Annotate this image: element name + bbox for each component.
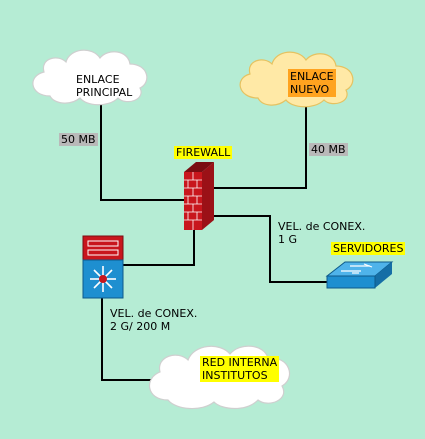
node-label-firewall: FIREWALL [174, 146, 233, 159]
firewall-icon [184, 162, 214, 230]
link-label-40mb: 40 MB [309, 143, 348, 156]
link-label-50mb: 50 MB [59, 133, 98, 146]
link-switch-red [101, 298, 155, 381]
node-label-red-interna: RED INTERNA INSTITUTOS [200, 356, 280, 382]
server-switch-icon [325, 261, 394, 289]
node-label-enlace-nuevo: ENLACE NUEVO [288, 69, 336, 97]
link-nuevo-firewall [212, 106, 307, 189]
node-label-servidores: SERVIDORES [331, 242, 406, 255]
node-label-enlace-principal: ENLACE PRINCIPAL [76, 73, 133, 99]
cloud-enlace-principal [32, 49, 148, 106]
link-firewall-switch [122, 226, 195, 266]
link-principal-firewall [100, 105, 184, 201]
core-switch-icon [82, 235, 124, 299]
link-firewall-servidores [210, 215, 328, 283]
link-label-servidores-speed: VEL. de CONEX. 1 G [278, 220, 366, 246]
link-label-red-speed: VEL. de CONEX. 2 G/ 200 M [110, 307, 198, 333]
